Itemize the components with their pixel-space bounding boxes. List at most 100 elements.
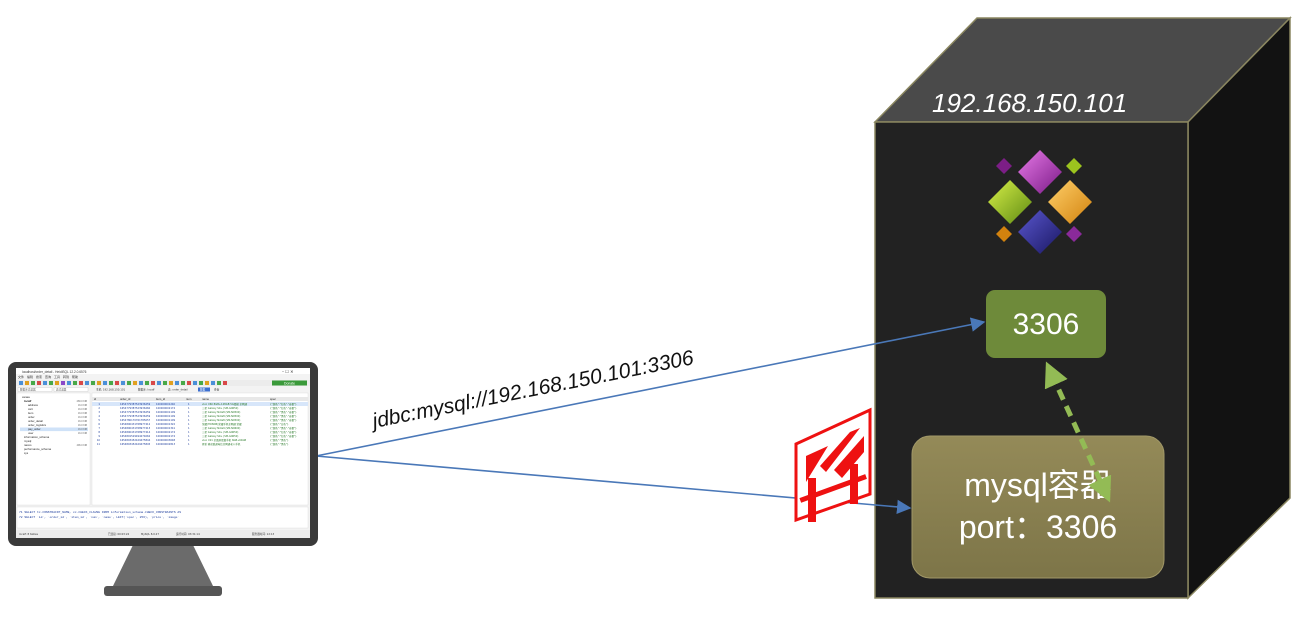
table-cell[interactable]: 1654893452429475844 — [120, 438, 151, 442]
table-cell[interactable]: 1654780170761785057 — [120, 418, 151, 422]
table-cell[interactable]: 1 — [188, 410, 190, 414]
table-cell[interactable]: {"颜色":"黑色","容量"} — [270, 414, 297, 418]
table-cell[interactable]: 1654779387523936259 — [120, 414, 151, 418]
table-cell[interactable]: 100000002174 — [156, 430, 175, 434]
tree-item[interactable]: performance_schema — [24, 447, 51, 451]
table-cell[interactable]: 1654890431768977414 — [120, 430, 151, 434]
table-cell[interactable]: 1 — [188, 402, 190, 406]
table-cell[interactable]: 1654779387523936259 — [120, 402, 151, 406]
tab-database[interactable]: 数据库: localf — [138, 388, 155, 392]
table-cell[interactable]: 2 — [98, 406, 100, 410]
table-cell[interactable]: 1 — [98, 402, 100, 406]
table-row[interactable]: 7 1654890431768977413 100000001341 1 三星 Gala… — [98, 426, 297, 430]
table-cell[interactable]: 100000001322 — [156, 422, 175, 426]
table-cell[interactable]: 三星 Galaxy S9+ (SM-G9650) — [202, 434, 238, 438]
table-cell[interactable]: {"颜色":"黑色","容量"} — [270, 418, 297, 422]
table-cell[interactable]: 100000001341 — [156, 426, 175, 430]
table-cell[interactable]: 10 — [97, 438, 101, 442]
table-cell[interactable]: 1654893452429475845 — [120, 442, 151, 446]
tree-item[interactable]: sys — [24, 451, 29, 455]
tab-host[interactable]: 主机: 192.168.150.101 — [96, 388, 126, 392]
table-cell[interactable]: 1 — [188, 442, 190, 446]
grid-column-header[interactable]: item_id — [156, 397, 165, 401]
table-row[interactable]: 6 1654890431768977412 100000001322 1 荣耀(HONO… — [98, 422, 289, 426]
table-cell[interactable]: 7 — [98, 426, 100, 430]
table-cell[interactable]: 100000001109 — [156, 410, 175, 414]
table-cell[interactable]: 三星 Galaxy Note8 (SM-N9500) — [202, 410, 240, 414]
table-cell[interactable]: 4 — [98, 414, 100, 418]
table-row[interactable]: 3 1654779387523936259 100000001109 1 三星 Gala… — [98, 410, 297, 414]
table-cell[interactable]: 8 — [98, 430, 100, 434]
table-cell[interactable]: 100000001109 — [156, 418, 175, 422]
table-cell[interactable]: 1 — [188, 406, 190, 410]
table-cell[interactable]: vivo X21 全面屏双摄手机 6GB+64GB — [202, 438, 246, 442]
table-cell[interactable]: {"颜色":"红色","容量"} — [270, 430, 297, 434]
table-cell[interactable]: 夏新 移动联通电信全网通老人手机 — [202, 442, 241, 446]
table-cell[interactable]: 1 — [188, 430, 190, 434]
table-cell[interactable]: {"颜色":"黑色","容量"} — [270, 410, 297, 414]
table-cell[interactable]: 6 — [98, 422, 100, 426]
tree-item[interactable]: mysql — [24, 439, 32, 443]
table-cell[interactable]: 1654779387523936259 — [120, 410, 151, 414]
table-cell[interactable]: 100000002174 — [156, 434, 175, 438]
grid-column-header[interactable]: name — [202, 397, 209, 401]
grid-column-header[interactable]: spec — [270, 397, 277, 401]
table-cell[interactable]: {"颜色":"黑色","容量"} — [270, 426, 297, 430]
menu-item[interactable]: 文件 — [18, 374, 24, 379]
table-cell[interactable]: 3 — [98, 410, 100, 414]
menu-item[interactable]: 查询 — [45, 374, 51, 379]
table-cell[interactable]: 1 — [188, 426, 190, 430]
tree-item[interactable]: xanaa — [22, 395, 30, 399]
table-cell[interactable]: {"颜色":"红色","容量"} — [270, 402, 297, 406]
menu-item[interactable]: 转到 — [63, 374, 69, 379]
table-cell[interactable]: vivo X60 8GB+128GB 5G双模 全网通 — [202, 402, 248, 406]
database-filter-input[interactable] — [17, 387, 53, 392]
table-cell[interactable]: 三星 Galaxy Note9 (SM-N9600) — [202, 426, 240, 430]
table-cell[interactable]: 1654779387523936260 — [120, 406, 151, 410]
table-cell[interactable]: 1654891529494274062 — [120, 434, 151, 438]
table-cell[interactable]: {"颜色":"红色","容量"} — [270, 434, 297, 438]
table-cell[interactable]: 1 — [188, 414, 190, 418]
table-row[interactable]: 4 1654779387523936259 100000001109 1 三星 Gala… — [98, 414, 297, 418]
tree-item[interactable]: information_schema — [24, 435, 50, 439]
grid-column-header[interactable]: num — [186, 397, 192, 401]
table-cell[interactable]: 9 — [98, 434, 100, 438]
table-cell[interactable]: 100000001109 — [156, 414, 175, 418]
table-cell[interactable]: 三星 Galaxy Note8 (SM-N9500) — [202, 414, 240, 418]
menu-item[interactable]: 帮助 — [72, 374, 78, 379]
table-cell[interactable]: 1 — [188, 422, 190, 426]
window-controls[interactable]: – ☐ ✕ — [282, 369, 293, 374]
table-cell[interactable]: 100000003648 — [156, 438, 175, 442]
grid-column-header[interactable]: order_id — [120, 397, 131, 401]
table-row[interactable]: 2 1654779387523936260 100000002174 1 三星 Gala… — [98, 406, 297, 410]
tab-table[interactable]: 表: order_detail — [168, 388, 188, 392]
table-cell[interactable]: 三星 Galaxy S9+ (SM-G9650) — [202, 430, 238, 434]
menu-item[interactable]: 工具 — [54, 374, 60, 379]
table-cell[interactable]: 三星 Galaxy S9+ (SM-G9650) — [202, 406, 238, 410]
tab-query[interactable]: 查询 — [214, 388, 220, 392]
table-cell[interactable]: {"颜色":"红色","容量"} — [270, 406, 297, 410]
table-cell[interactable]: 荣耀(HONOR)荣耀手机全网通 荣耀 — [202, 422, 242, 426]
table-cell[interactable]: 1654890431768977413 — [120, 426, 151, 430]
table-cell[interactable]: 100000002174 — [156, 406, 175, 410]
menu-item[interactable]: 编辑 — [27, 374, 33, 379]
table-cell[interactable]: {"颜色":"黑色"} — [270, 442, 289, 446]
table-cell[interactable]: {"颜色":"白色"} — [270, 422, 289, 426]
table-cell[interactable]: 1654890431768977412 — [120, 422, 151, 426]
donate-button[interactable] — [272, 380, 307, 386]
